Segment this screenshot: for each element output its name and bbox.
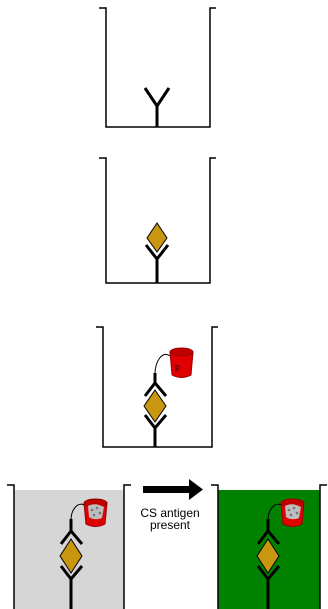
enzyme-bucket-icon [170, 348, 193, 378]
antigen-diamond-icon [147, 223, 167, 252]
enzyme-linker-line [155, 354, 170, 374]
well-3 [96, 327, 218, 447]
well-4 [7, 485, 131, 609]
enzyme-bucket-icon [281, 499, 304, 527]
well-5 [211, 485, 327, 609]
caption-line-2: present [128, 519, 212, 531]
well-1 [99, 8, 216, 127]
reaction-arrow [143, 479, 203, 500]
enzyme-bucket-icon [84, 499, 107, 527]
capture-antibody-icon [145, 88, 169, 127]
reaction-caption: CS antigen present [128, 507, 212, 531]
well-2 [99, 158, 216, 283]
